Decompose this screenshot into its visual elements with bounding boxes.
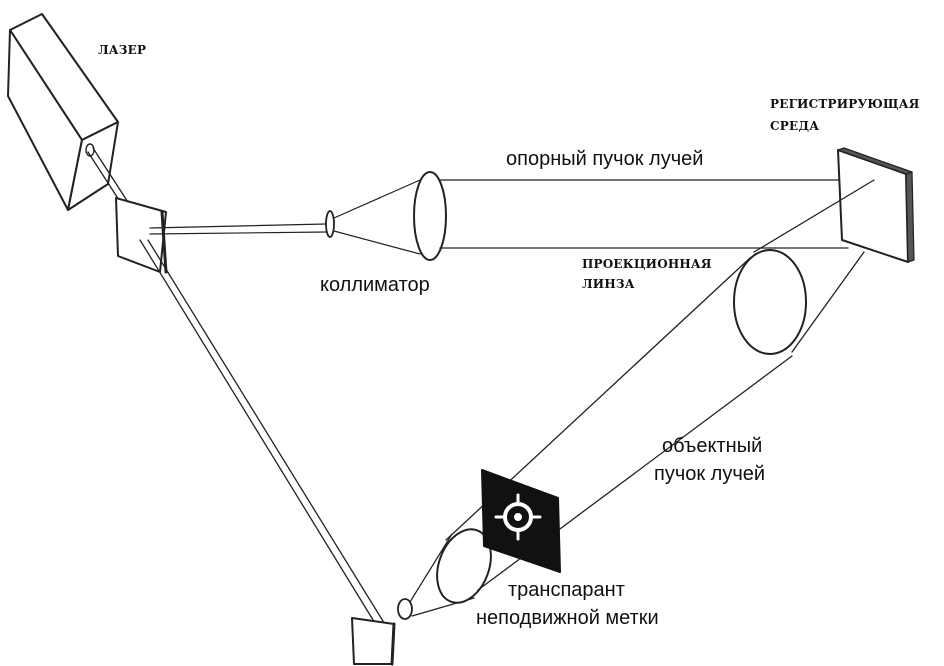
transparency-label-line1: транспарант <box>508 579 625 601</box>
recording-medium-label-line2: СРЕДА <box>770 119 820 133</box>
lower-mirror <box>351 617 396 666</box>
beam-splitter <box>115 197 168 274</box>
projection-lens <box>733 249 807 355</box>
reference-beam-input <box>149 223 327 235</box>
collimator-label: коллиматор <box>320 274 430 296</box>
recording-medium-label-line1: РЕГИСТРИРУЮЩАЯ <box>770 97 920 111</box>
object-beam-label-line1: объектный <box>662 435 763 457</box>
reference-beam-label: опорный пучок лучей <box>506 148 704 170</box>
collimator-small-lens <box>325 210 335 238</box>
collimator-large-lens <box>413 171 447 261</box>
object-beam-label-line2: пучок лучей <box>654 463 766 485</box>
laser-label: ЛАЗЕР <box>98 43 147 57</box>
projection-lens-label-line2: ЛИНЗА <box>582 277 635 291</box>
collimator-expanding-cone <box>333 179 421 255</box>
transparency-label-line2: неподвижной метки <box>476 607 659 629</box>
object-beam-to-mirror <box>139 239 387 629</box>
small-lens-lower <box>397 598 413 620</box>
reference-beam <box>439 179 873 249</box>
transparency-plate <box>481 469 561 573</box>
recording-medium-plate <box>837 147 915 263</box>
object-beam-to-medium <box>753 179 875 353</box>
lower-collimating-lens <box>436 528 492 604</box>
projection-lens-label-line1: ПРОЕКЦИОННАЯ <box>582 257 712 271</box>
laser-box <box>7 13 119 211</box>
